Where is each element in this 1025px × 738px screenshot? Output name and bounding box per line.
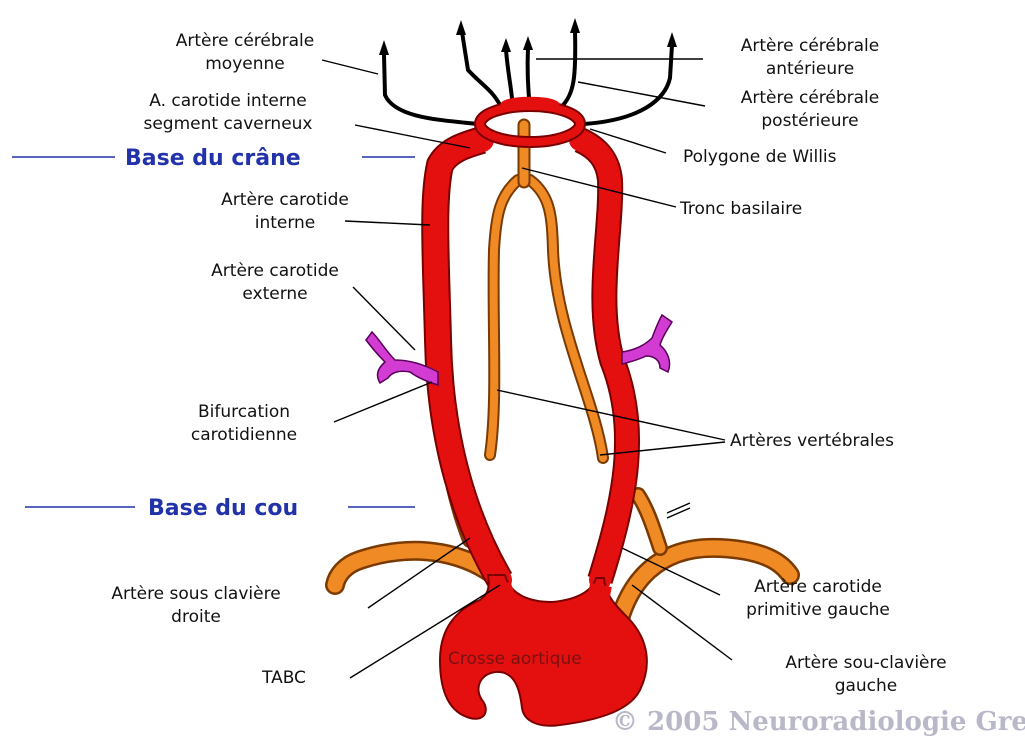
internal-carotid-arteries — [435, 101, 627, 580]
label-acm-1: Artère cérébrale — [176, 31, 314, 51]
label-aci-1: Artère carotide — [221, 190, 349, 210]
arrowhead-6 — [667, 32, 677, 47]
label-sous-claviere-gauche-2: gauche — [835, 676, 898, 696]
label-sous-claviere-droite-2: droite — [171, 607, 221, 627]
label-acp-2: postérieure — [761, 111, 858, 131]
label-vertebrales: Artères vertébrales — [730, 431, 894, 451]
anterior-cerebral-artery-left — [462, 32, 500, 105]
base-du-crane-marker: Base du crâne — [12, 146, 415, 171]
label-aci-cav-2: segment caverneux — [143, 114, 312, 134]
label-sous-claviere-droite-1: Artère sous clavière — [111, 584, 280, 604]
label-ace-1: Artère carotide — [211, 261, 339, 281]
label-aci-cav-1: A. carotide interne — [149, 91, 307, 111]
base-du-cou-marker: Base du cou — [25, 496, 415, 521]
posterior-cerebral-artery-right — [560, 30, 575, 108]
arrowheads — [379, 18, 677, 55]
middle-cerebral-artery-right — [584, 45, 672, 124]
arrowhead-4 — [523, 36, 533, 50]
vertebral-arteries — [490, 125, 603, 458]
arrowhead-3 — [501, 38, 511, 52]
external-carotid-left — [622, 315, 672, 372]
label-tronc-basilaire: Tronc basilaire — [679, 199, 802, 219]
label-sous-claviere-gauche-1: Artère sou-clavière — [785, 653, 946, 673]
copyright-watermark: © 2005 Neuroradiologie Grenoble — [612, 707, 1025, 737]
label-acp-1: Artère cérébrale — [741, 88, 879, 108]
middle-cerebral-artery-left — [384, 55, 478, 124]
label-aci-2: interne — [255, 213, 316, 233]
label-ace-2: externe — [242, 284, 307, 304]
label-aca-1: Artère cérébrale — [741, 36, 879, 56]
base-du-cou-label: Base du cou — [148, 496, 298, 521]
label-acm-2: moyenne — [205, 54, 285, 74]
label-crosse-aortique: Crosse aortique — [448, 649, 582, 669]
arrowhead-1 — [379, 40, 389, 55]
label-willis: Polygone de Willis — [683, 147, 837, 167]
label-carotide-primitive-gauche-1: Artère carotide — [754, 577, 882, 597]
base-du-crane-label: Base du crâne — [125, 146, 301, 171]
arrowhead-2 — [456, 20, 466, 35]
label-aca-2: antérieure — [766, 59, 854, 79]
label-carotide-primitive-gauche-2: primitive gauche — [746, 600, 890, 620]
label-tabc: TABC — [261, 668, 306, 688]
arrowhead-5 — [570, 18, 580, 33]
label-bifurcation-1: Bifurcation — [198, 402, 290, 422]
label-bifurcation-2: carotidienne — [191, 425, 297, 445]
